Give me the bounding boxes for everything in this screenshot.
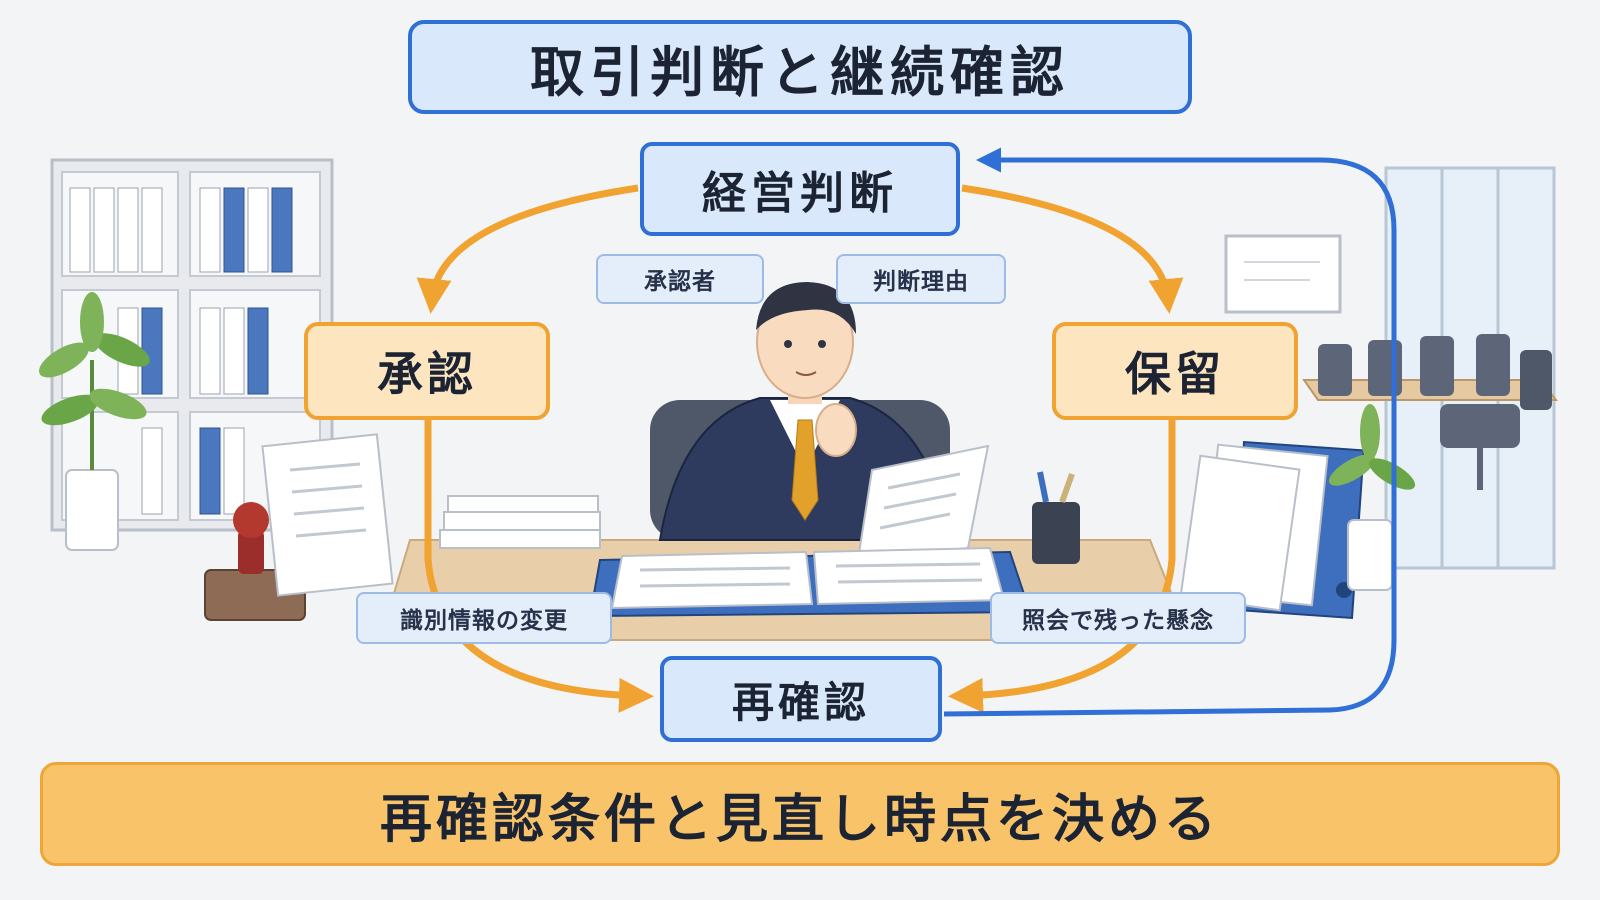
tag-identity-change: 識別情報の変更 [356, 592, 612, 644]
arrow-recheck-to-decision [943, 147, 1397, 717]
plant-illustration [39, 292, 150, 551]
arrow-decision-to-approval [416, 184, 639, 314]
node-recheck: 再確認 [660, 656, 942, 742]
paper-stack-illustration [439, 495, 601, 549]
tag-decision-reason: 判断理由 [836, 254, 1006, 304]
tag-remaining-concern: 照会で残った懸念 [990, 592, 1246, 644]
footer-banner: 再確認条件と見直し時点を決める [40, 762, 1560, 866]
node-approval: 承認 [304, 322, 550, 420]
diagram-title: 取引判断と継続確認 [408, 20, 1192, 114]
arrow-approval-to-recheck [424, 420, 654, 713]
pen-cup-illustration [1032, 471, 1080, 564]
node-management-decision: 経営判断 [640, 142, 960, 236]
node-hold: 保留 [1052, 322, 1298, 420]
tag-approver: 承認者 [596, 254, 764, 304]
arrow-hold-to-recheck [948, 420, 1176, 713]
binders-illustration [1179, 440, 1365, 620]
arrow-decision-to-hold [961, 184, 1184, 314]
